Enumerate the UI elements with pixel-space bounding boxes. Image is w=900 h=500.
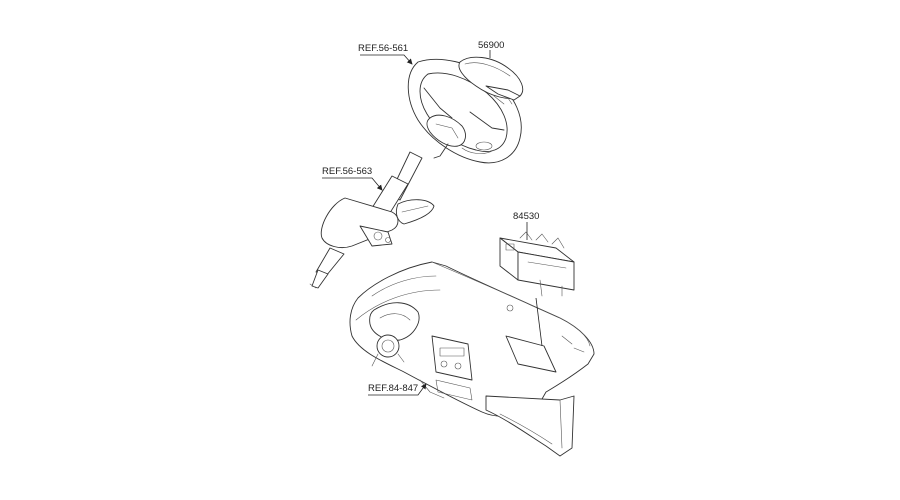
driver-airbag-drawing: [458, 56, 524, 105]
passenger-airbag-drawing: [499, 231, 575, 297]
leader-ref-crash-pad: [368, 383, 427, 396]
leader-ref-steering-column: [322, 177, 383, 191]
label-ref-crash-pad: REF.84-847: [368, 383, 418, 394]
leader-airbag-to-dash: [535, 297, 543, 347]
label-ref-steering-wheel: REF.56-561: [358, 43, 408, 54]
steering-column-drawing: [309, 151, 435, 289]
label-airbag-driver: 56900: [478, 40, 504, 51]
label-airbag-passenger: 84530: [513, 211, 539, 222]
label-ref-steering-column: REF.56-563: [322, 166, 372, 177]
leader-ref-steering-wheel: [360, 54, 413, 65]
dashboard-drawing: [349, 261, 595, 457]
